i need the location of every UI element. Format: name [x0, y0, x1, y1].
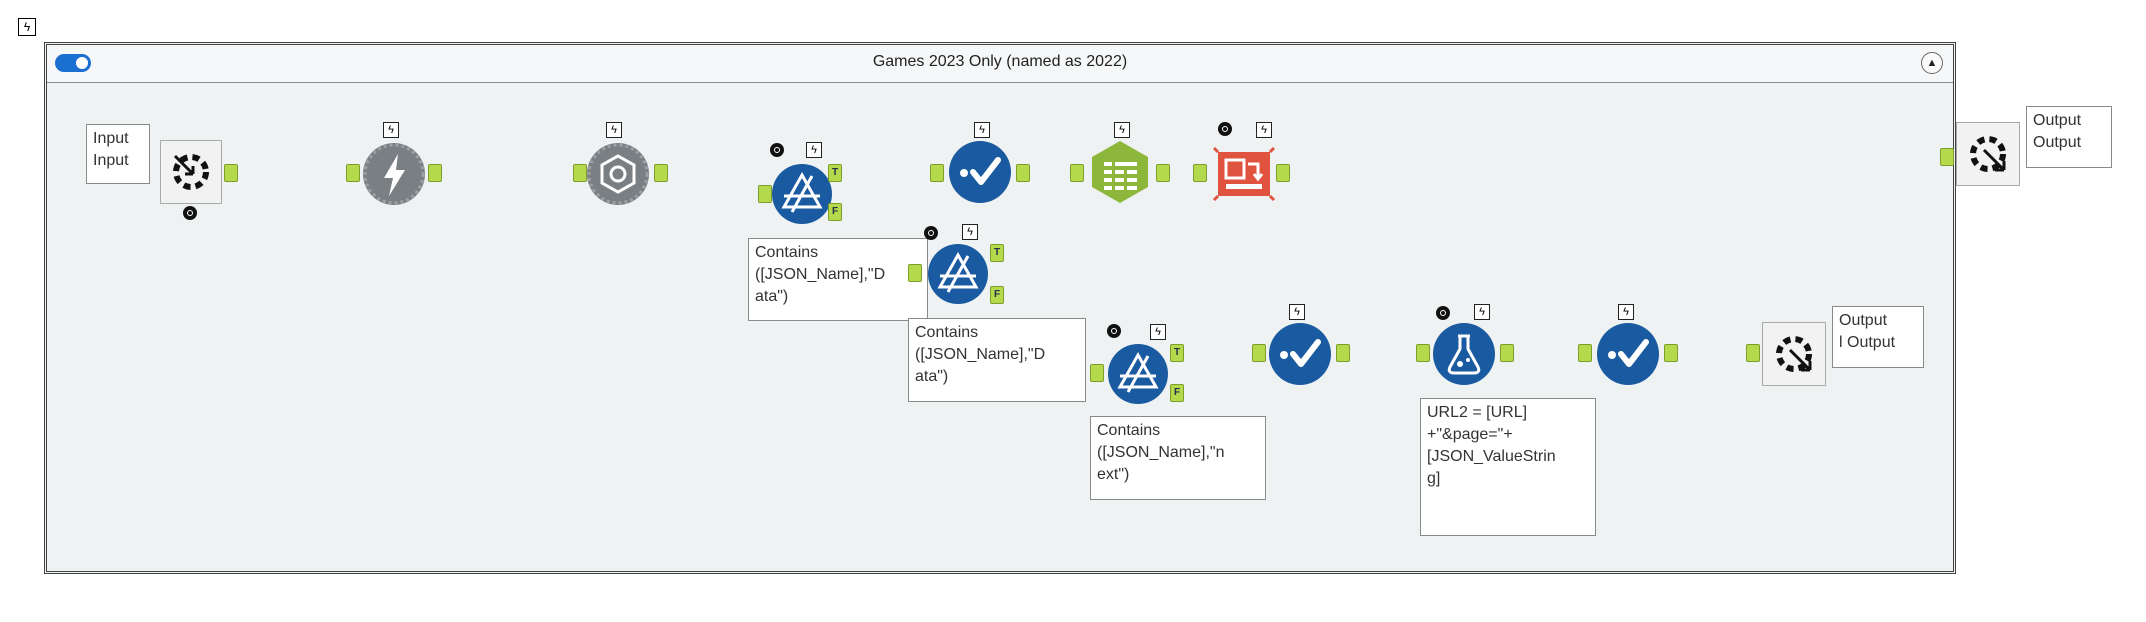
- clock-icon: [1107, 324, 1121, 338]
- output-anchor[interactable]: [428, 164, 442, 182]
- clock-icon: [770, 143, 784, 157]
- note-filter1: Contains ([JSON_Name],"D ata"): [748, 238, 928, 321]
- container-enable-toggle[interactable]: [55, 54, 91, 72]
- lightning-icon: ϟ: [962, 224, 978, 240]
- filter-true-anchor[interactable]: T: [1170, 344, 1184, 362]
- input-anchor[interactable]: [758, 185, 772, 203]
- lightning-icon: ϟ: [806, 142, 822, 158]
- macro-output-icon[interactable]: [1956, 122, 2020, 186]
- input-anchor[interactable]: [1746, 344, 1760, 362]
- output-anchor[interactable]: [1500, 344, 1514, 362]
- output-anchor[interactable]: [224, 164, 238, 182]
- lightning-icon[interactable]: ϟ: [18, 18, 36, 36]
- formula-icon[interactable]: [1432, 322, 1496, 386]
- container-header[interactable]: Games 2023 Only (named as 2022) ▲: [47, 45, 1953, 83]
- note-output-top: Output Output: [2026, 106, 2112, 168]
- input-anchor[interactable]: [346, 164, 360, 182]
- input-anchor[interactable]: [1578, 344, 1592, 362]
- filter-icon[interactable]: [926, 242, 990, 306]
- lightning-icon: ϟ: [1114, 122, 1130, 138]
- filter-false-anchor[interactable]: F: [828, 203, 842, 221]
- lightning-icon: ϟ: [974, 122, 990, 138]
- lightning-icon: ϟ: [1256, 122, 1272, 138]
- filter-true-anchor[interactable]: T: [828, 164, 842, 182]
- output-anchor[interactable]: [1336, 344, 1350, 362]
- lightning-icon: ϟ: [1150, 324, 1166, 340]
- note-filter3: Contains ([JSON_Name],"n ext"): [1090, 416, 1266, 500]
- input-anchor[interactable]: [1416, 344, 1430, 362]
- filter-icon[interactable]: [1106, 342, 1170, 406]
- clock-icon: [183, 206, 197, 220]
- note-output-bottom: Output l Output: [1832, 306, 1924, 368]
- filter-false-anchor[interactable]: F: [990, 286, 1004, 304]
- input-anchor[interactable]: [1252, 344, 1266, 362]
- output-anchor[interactable]: [1156, 164, 1170, 182]
- json-parse-icon[interactable]: [586, 142, 650, 206]
- note-filter2: Contains ([JSON_Name],"D ata"): [908, 318, 1086, 402]
- filter-true-anchor[interactable]: T: [990, 244, 1004, 262]
- lightning-icon: ϟ: [383, 122, 399, 138]
- crosstab-icon[interactable]: [1212, 142, 1276, 206]
- clock-icon: [1436, 306, 1450, 320]
- input-anchor[interactable]: [1193, 164, 1207, 182]
- output-anchor[interactable]: [1664, 344, 1678, 362]
- note-input: Input Input: [86, 124, 150, 184]
- container-collapse-button[interactable]: ▲: [1921, 52, 1943, 74]
- output-anchor[interactable]: [1276, 164, 1290, 182]
- download-icon[interactable]: [362, 142, 426, 206]
- input-anchor[interactable]: [1090, 364, 1104, 382]
- text-to-columns-icon[interactable]: [1088, 140, 1152, 204]
- input-anchor[interactable]: [908, 264, 922, 282]
- lightning-icon: ϟ: [1618, 304, 1634, 320]
- clock-icon: [924, 226, 938, 240]
- macro-output-icon[interactable]: [1762, 322, 1826, 386]
- output-anchor[interactable]: [1016, 164, 1030, 182]
- tool-container[interactable]: Games 2023 Only (named as 2022) ▲: [44, 42, 1956, 574]
- clock-icon: [1218, 122, 1232, 136]
- input-anchor[interactable]: [1070, 164, 1084, 182]
- output-anchor[interactable]: [654, 164, 668, 182]
- filter-false-anchor[interactable]: F: [1170, 384, 1184, 402]
- select-icon[interactable]: [1596, 322, 1660, 386]
- macro-input-icon[interactable]: [160, 140, 222, 204]
- input-anchor[interactable]: [930, 164, 944, 182]
- input-anchor[interactable]: [573, 164, 587, 182]
- select-icon[interactable]: [1268, 322, 1332, 386]
- filter-icon[interactable]: [770, 162, 834, 226]
- select-icon[interactable]: [948, 140, 1012, 204]
- lightning-icon: ϟ: [1289, 304, 1305, 320]
- note-formula: URL2 = [URL] +"&page="+ [JSON_ValueStrin…: [1420, 398, 1596, 536]
- container-title: Games 2023 Only (named as 2022): [872, 53, 1128, 70]
- input-anchor[interactable]: [1940, 148, 1954, 166]
- lightning-icon: ϟ: [1474, 304, 1490, 320]
- lightning-icon: ϟ: [606, 122, 622, 138]
